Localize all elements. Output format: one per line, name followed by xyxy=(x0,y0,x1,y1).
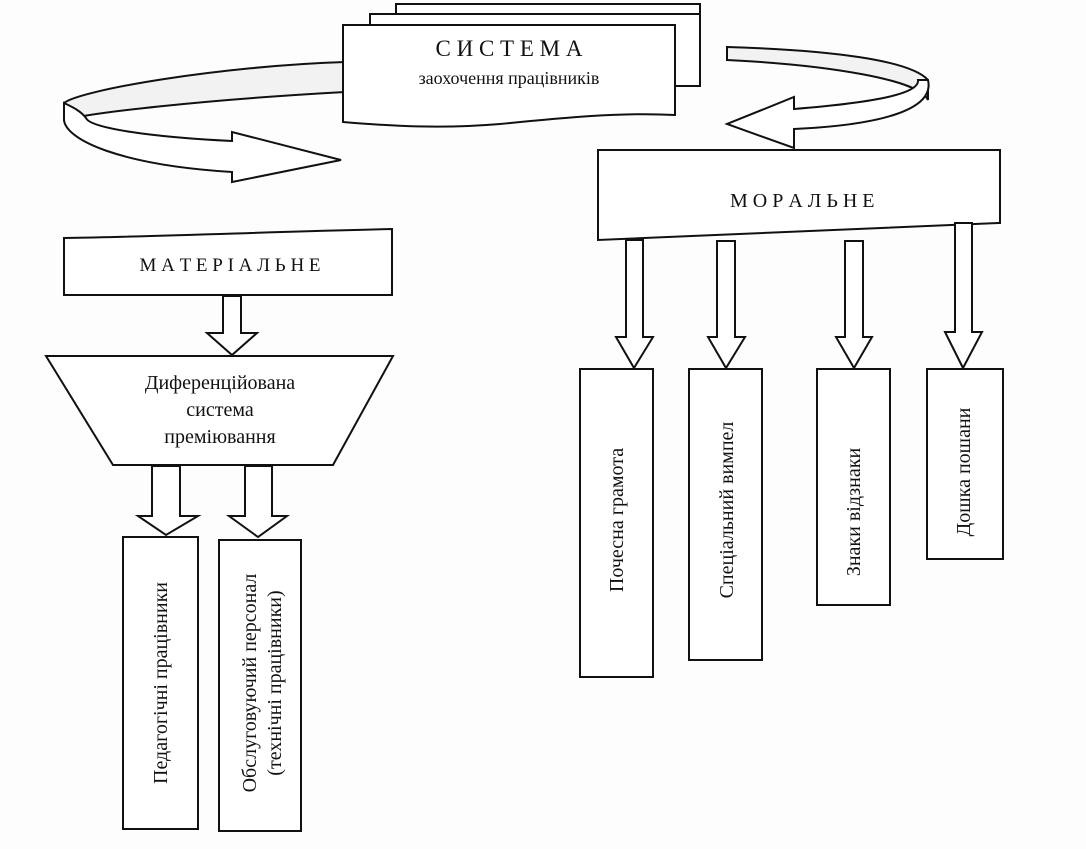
child-honor-certificate: Почесна грамота xyxy=(579,368,654,678)
child-service: Обслуговуючий персонал (технічні працівн… xyxy=(218,539,302,832)
funnel-node: Диференційована система преміювання xyxy=(44,355,395,466)
funnel-line-2: система xyxy=(186,399,254,421)
root-title: С И С Т Е М А xyxy=(436,36,583,61)
arrow-funnel-pedagogical xyxy=(134,465,202,537)
arrow-moral-board xyxy=(943,222,984,371)
arrow-material-funnel xyxy=(204,295,260,357)
child-pennant: Спеціальний вимпел xyxy=(688,368,763,661)
funnel-line-3: преміювання xyxy=(164,426,275,448)
child-badges-label: Знаки відзнаки xyxy=(843,448,865,577)
moral-node: М О Р А Л Ь Н Е xyxy=(597,149,1001,242)
child-honor-label: Почесна грамота xyxy=(606,448,628,592)
funnel-line-1: Диференційована xyxy=(145,372,295,394)
arrow-moral-pennant xyxy=(706,240,747,370)
root-subtitle: заохочення працівників xyxy=(419,68,600,88)
arrow-moral-badges xyxy=(834,240,874,370)
moral-label: М О Р А Л Ь Н Е xyxy=(730,190,875,212)
child-board-label: Дошка пошани xyxy=(953,407,975,536)
arrow-moral-honor xyxy=(614,239,655,370)
child-service-label: Обслуговуючий персонал xyxy=(239,574,261,793)
curved-arrow-right xyxy=(724,45,930,150)
curved-arrow-left xyxy=(63,60,346,184)
material-label: М А Т Е Р І А Л Ь Н Е xyxy=(139,255,320,276)
child-pennant-label: Спеціальний вимпел xyxy=(716,422,738,599)
arrow-funnel-service xyxy=(225,465,291,539)
child-honor-board: Дошка пошани xyxy=(926,368,1004,560)
child-badges: Знаки відзнаки xyxy=(816,368,891,606)
child-pedagogical: Педагогічні працівники xyxy=(122,536,199,830)
child-pedagogical-label: Педагогічні працівники xyxy=(150,582,172,784)
root-node: С И С Т Е М А заохочення працівників xyxy=(342,3,701,128)
material-node: М А Т Е Р І А Л Ь Н Е xyxy=(63,227,393,296)
child-service-sublabel: (технічні працівники) xyxy=(264,590,286,775)
